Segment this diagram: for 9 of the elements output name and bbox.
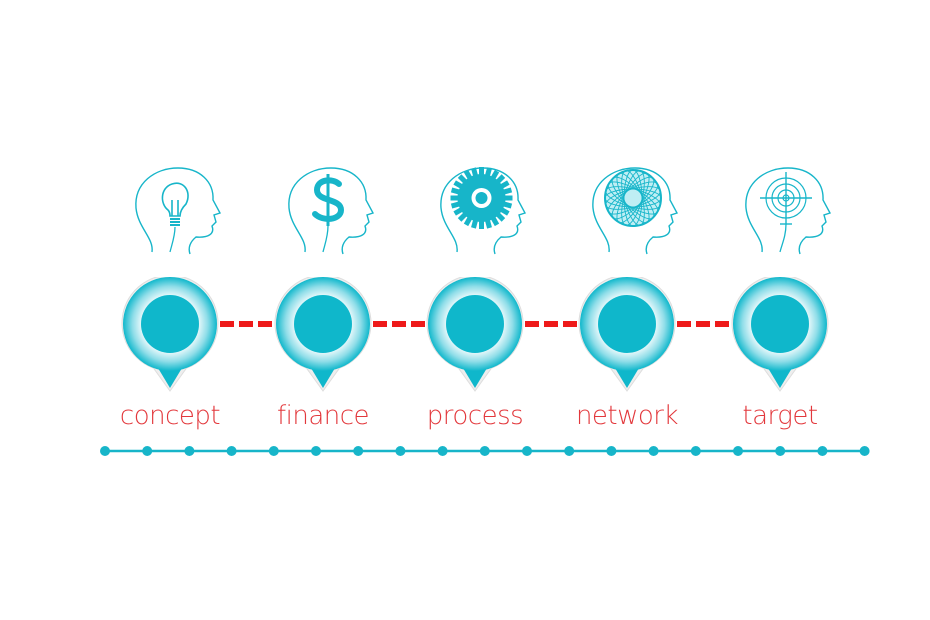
dashed-connector xyxy=(220,321,273,327)
step-label: concept xyxy=(118,401,222,431)
dashed-connector xyxy=(373,321,425,327)
step-label: network xyxy=(574,401,680,431)
step-label: process xyxy=(426,401,524,431)
step-label: target xyxy=(741,401,819,431)
dashed-connector xyxy=(525,321,577,327)
step-label: finance xyxy=(276,401,370,431)
dashed-connector xyxy=(677,321,730,327)
